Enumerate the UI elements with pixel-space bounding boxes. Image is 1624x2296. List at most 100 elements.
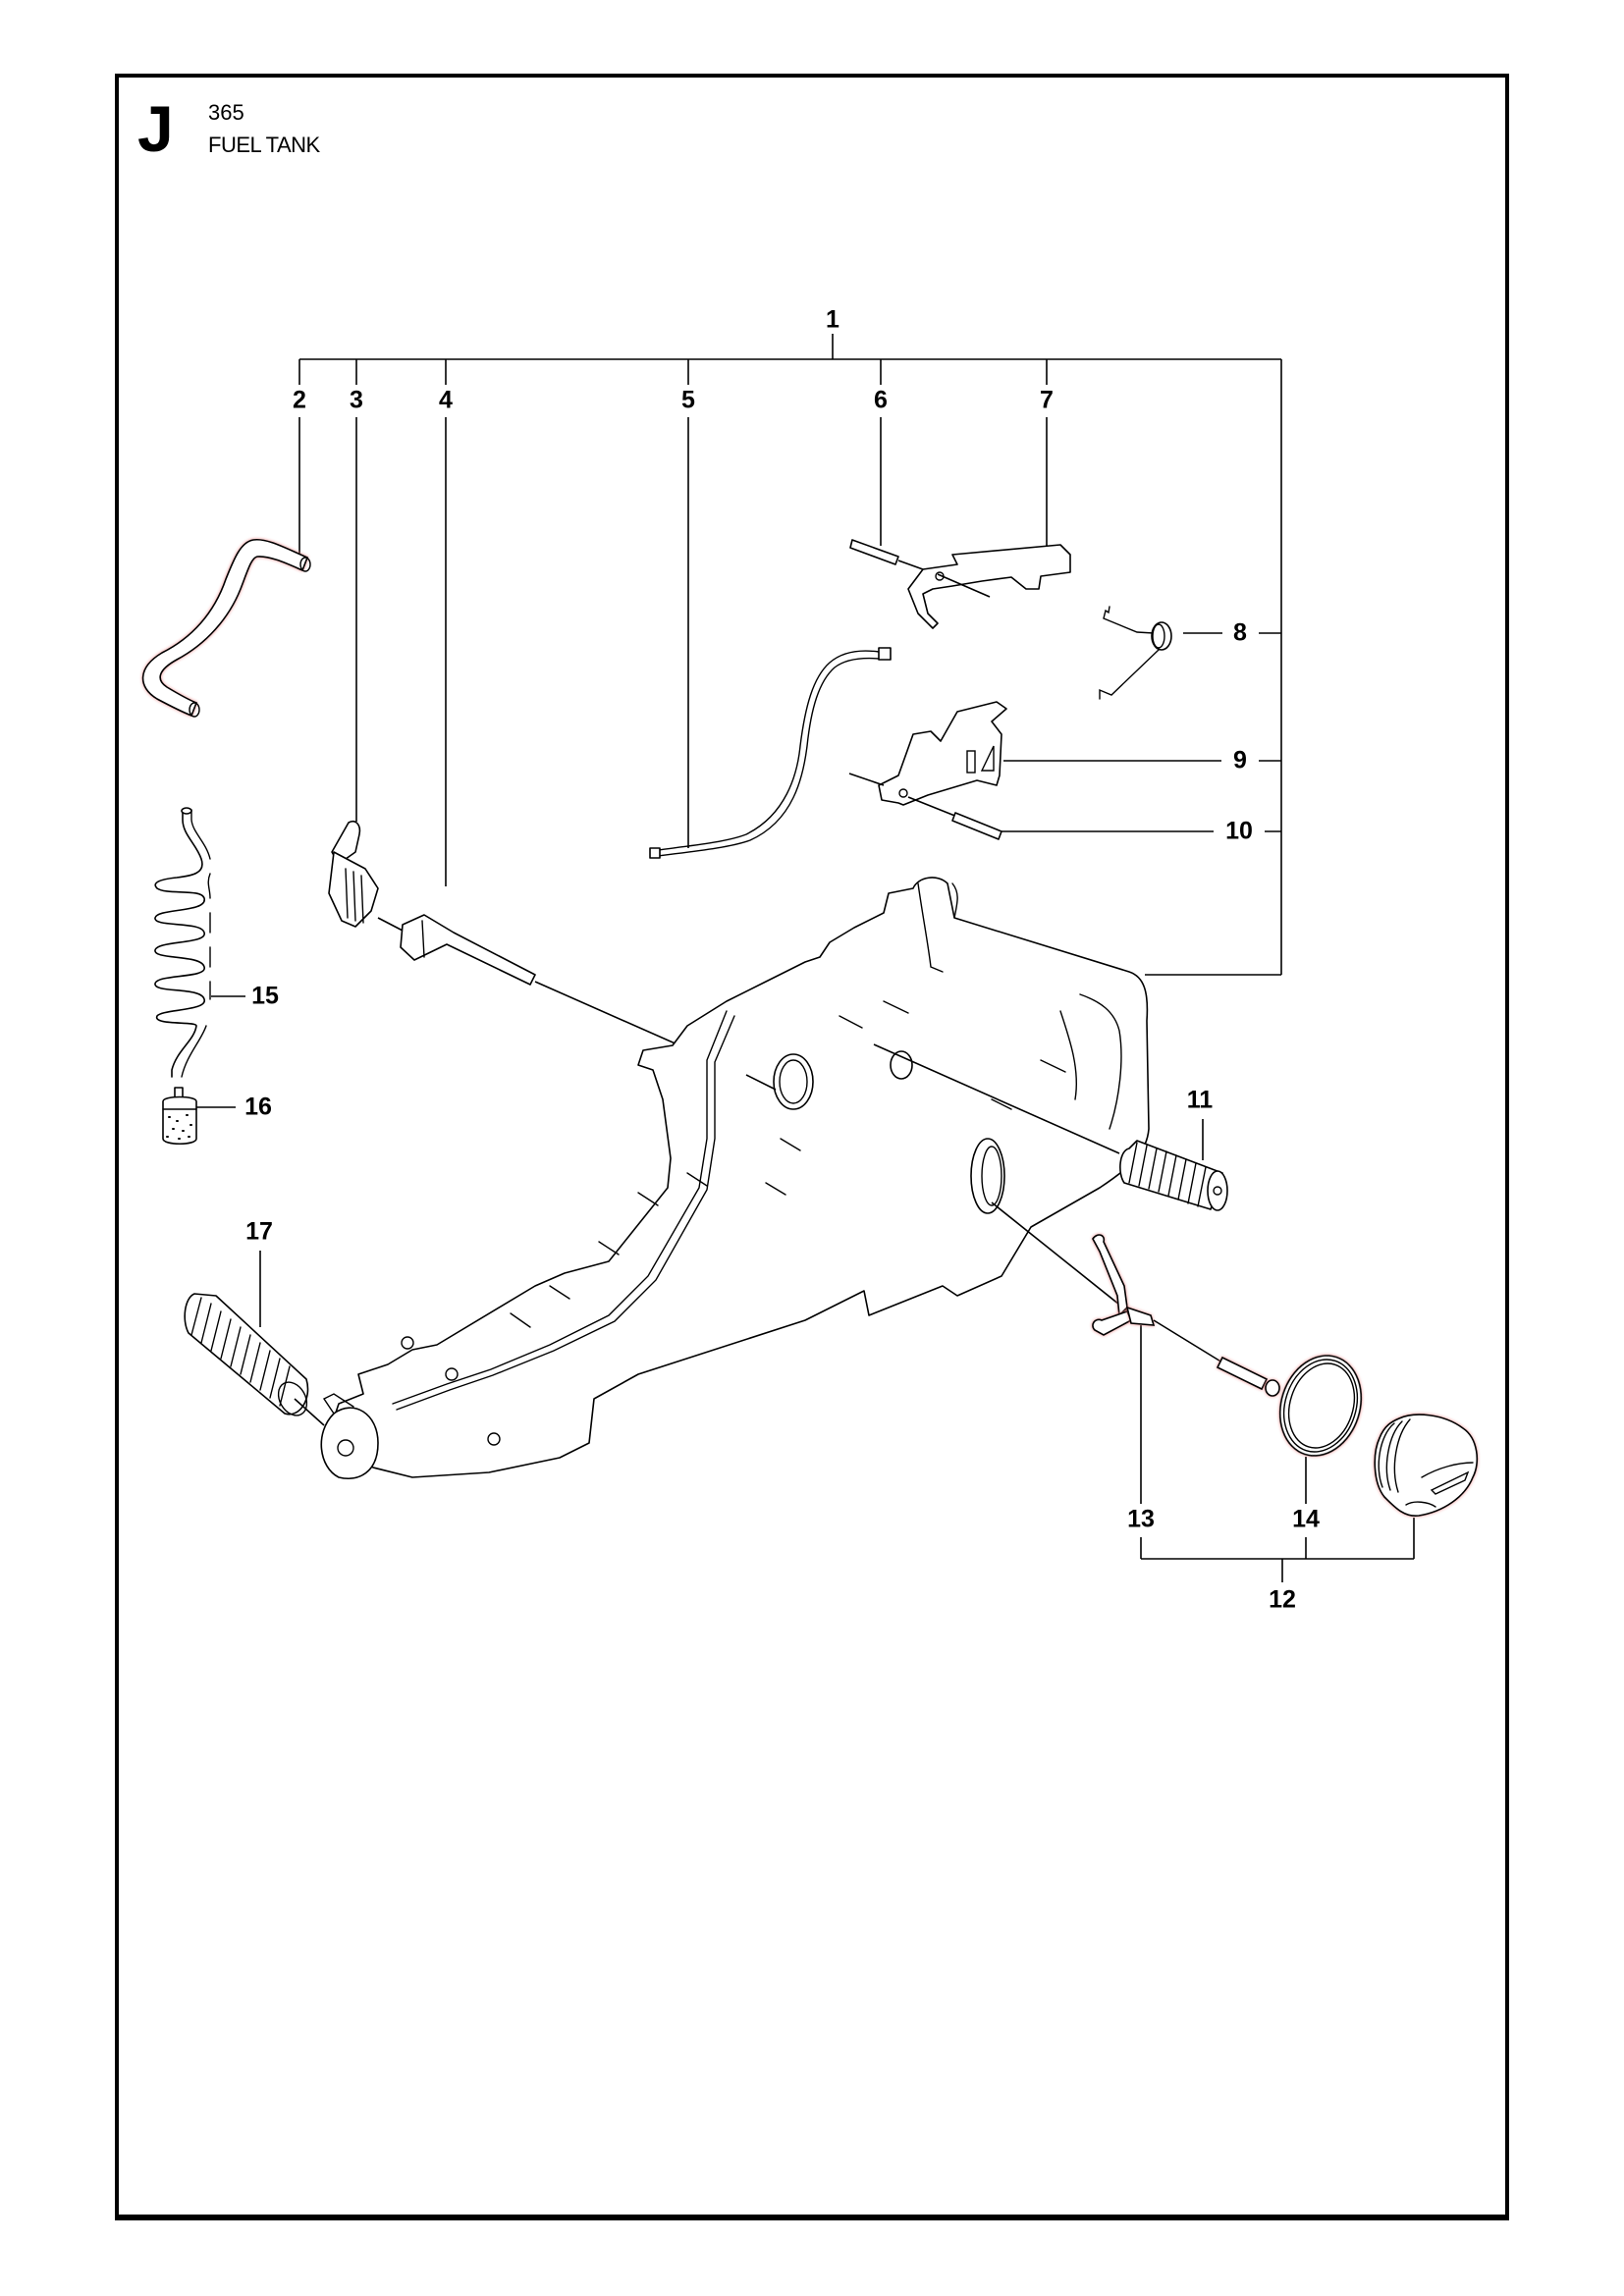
part-13-fuel-pickup[interactable] [1092,1234,1280,1397]
callout-2[interactable]: 2 [293,387,306,414]
tank-ridge [392,1010,728,1405]
fitting-ribs [345,868,364,924]
model-number: 365 [208,100,244,125]
oil-filler-port-inner [981,1146,1002,1206]
av-spring-coils [190,1297,291,1407]
av-spring-axis [294,1398,325,1426]
part-6-pin[interactable] [849,539,924,570]
callout-1[interactable]: 1 [826,306,839,334]
handle-edge [917,882,958,973]
oil-filler-port [970,1138,1005,1214]
part-7-throttle-trigger[interactable] [907,544,1071,629]
cap-body [1374,1414,1479,1517]
pickup-end [1265,1379,1280,1397]
part-8-torsion-spring[interactable] [1099,606,1172,700]
filter-stipple [166,1114,192,1140]
trigger-body [907,544,1071,629]
cap-threads [1378,1418,1411,1493]
section-letter: J [137,92,174,165]
cable-end-left [649,847,661,859]
tank-outline [328,877,1150,1478]
damper-end [1207,1170,1228,1211]
callout-4[interactable]: 4 [439,387,453,414]
lock-body [878,701,1007,806]
callout-16[interactable]: 16 [244,1094,272,1121]
rod-wire-end [745,1074,777,1091]
part-5-cable[interactable] [649,647,892,859]
pin-body [849,539,899,565]
cable-end-right [878,647,892,661]
part-11-av-damper[interactable] [1119,1140,1228,1211]
callout-13[interactable]: 13 [1127,1506,1155,1533]
part-10-pin[interactable] [907,796,1002,840]
handle-inner-curve [1079,993,1122,1130]
part-14-seal-ring[interactable] [1268,1345,1374,1467]
pin-10-axis [907,796,958,818]
hose-body [141,538,309,718]
callout-11[interactable]: 11 [1187,1087,1214,1114]
coil-inner [181,809,211,1078]
hose-end-top [299,557,311,572]
callout-8[interactable]: 8 [1233,619,1247,647]
pickup-fork-lower [1092,1310,1133,1336]
callout-10[interactable]: 10 [1225,818,1253,845]
part-17-av-spring[interactable] [184,1293,325,1426]
part-15-coiled-hose[interactable] [154,807,211,1078]
page-frame [115,74,1509,2220]
pickup-junction [1125,1306,1156,1326]
damper-axis [873,1043,1120,1154]
callout-14[interactable]: 14 [1292,1506,1320,1533]
pickup-weight [1216,1356,1269,1391]
seal-mid [1282,1359,1359,1453]
callout-7[interactable]: 7 [1040,387,1054,414]
pickup-axis [991,1201,1140,1321]
seal-outer [1278,1355,1363,1457]
front-boss-hole [337,1439,354,1457]
callout-12[interactable]: 12 [1269,1586,1296,1614]
damper-coils [1128,1142,1207,1207]
front-boss [320,1407,379,1479]
part-3-fitting[interactable] [328,820,404,932]
lock-window [980,745,995,772]
part-1-tank-housing[interactable] [320,877,1150,1479]
mount-hole-1 [401,1336,414,1350]
callout-15[interactable]: 15 [251,983,279,1010]
fitting-link [377,917,404,932]
page-title: FUEL TANK [208,133,320,157]
trigger-axis [937,573,991,598]
trigger-hole [935,571,945,581]
pickup-fork-upper [1092,1234,1128,1317]
mount-hole-2 [445,1367,459,1381]
lock-hole [898,788,908,798]
lock-axis [848,773,885,786]
surface-hatching [510,1000,1066,1328]
fitting-body [328,851,379,928]
part-2-fuel-hose[interactable] [141,538,311,718]
callout-17[interactable]: 17 [245,1218,273,1246]
cap-grip [1405,1462,1474,1508]
cable-outer [657,650,880,851]
lock-slot [966,750,976,774]
fuel-filler-port-inner [779,1059,808,1104]
mount-hole-3 [487,1432,501,1446]
callout-3[interactable]: 3 [350,387,363,414]
callout-6[interactable]: 6 [874,387,888,414]
cable-inner [657,657,880,857]
seal-inner [1287,1362,1356,1449]
front-boss-neck [322,1393,354,1415]
callout-9[interactable]: 9 [1233,747,1247,774]
part-12-fuel-cap[interactable] [1374,1414,1479,1517]
spring-leg-top [1103,606,1155,634]
spring-coil-inner [1152,623,1165,649]
coil-end-top [181,807,192,815]
pin-10-body [951,812,1002,840]
spring-leg-bottom [1099,649,1160,700]
part-16-fuel-filter[interactable] [162,1087,197,1146]
callout-group-1: 1 [299,306,1282,976]
tank-ridge-inner [396,1015,735,1411]
handle-inner-curve-2 [1059,1010,1078,1100]
callout-5[interactable]: 5 [681,387,695,414]
part-9-throttle-lock[interactable] [848,701,1007,806]
coil-outer [154,809,205,1078]
